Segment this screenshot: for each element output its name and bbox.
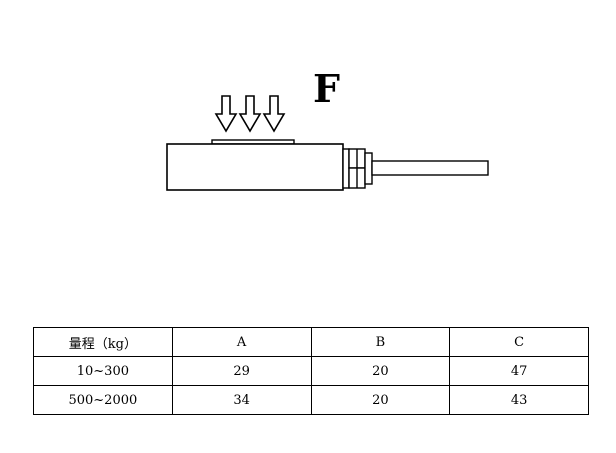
table-header-cell: A [171,327,312,357]
table-row: 10~300 29 20 47 [33,356,589,386]
table-cell: 34 [171,385,312,415]
table-row: 500~2000 34 20 43 [33,385,589,415]
table-cell: 500~2000 [33,385,173,415]
dimension-table: 量程（kg） A B C 10~300 29 20 47 500~2000 34… [33,327,589,415]
table-cell: 43 [449,385,589,415]
table-header-cell: C [449,327,589,357]
table-header-cell: 量程（kg） [33,327,173,357]
force-arrows [214,95,286,133]
table-header-cell: B [310,327,451,357]
table-cell: 10~300 [33,356,173,386]
force-label: F [313,66,340,111]
arrow-down-icon [262,95,286,133]
sensor-body [166,143,344,191]
table-cell: 20 [310,385,451,415]
table-header-row: 量程（kg） A B C [33,327,589,357]
arrow-down-icon [214,95,238,133]
table-cell: 47 [449,356,589,386]
cable [371,160,489,176]
load-cell-diagram [166,95,489,191]
table-cell: 29 [171,356,312,386]
arrow-down-icon [238,95,262,133]
table-cell: 20 [310,356,451,386]
cable-gland [342,148,373,189]
